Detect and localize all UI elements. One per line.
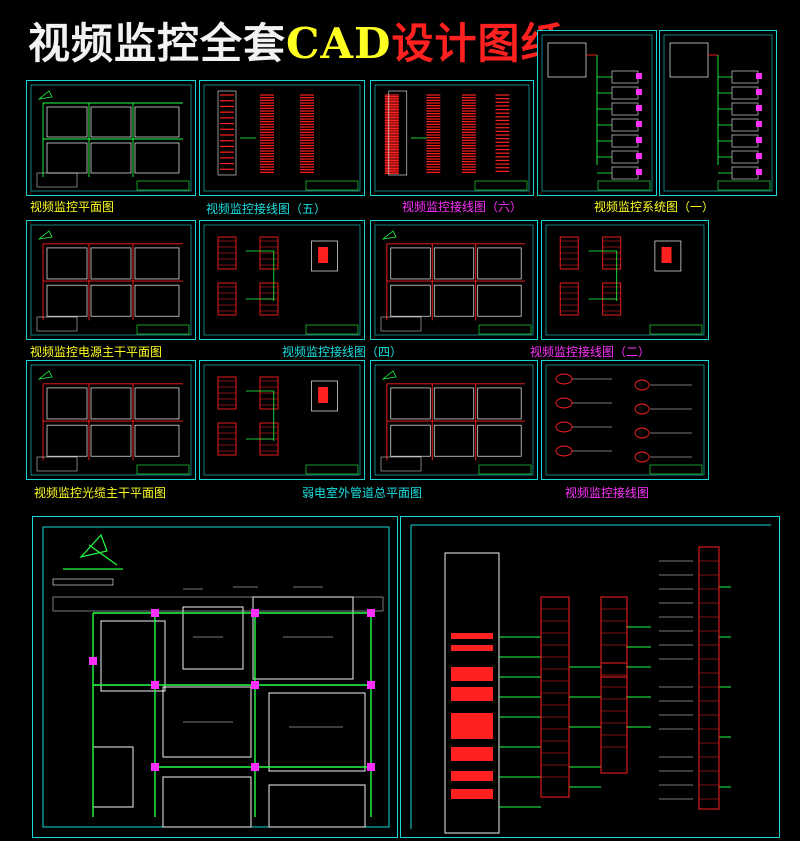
thumb-system-1a[interactable] — [537, 30, 657, 196]
caption-wiring-6: 视频监控接线图（六） — [402, 200, 523, 214]
title-part-3: 设计图纸 — [391, 19, 564, 68]
caption-fiber-plan: 视频监控光缆主干平面图 — [34, 486, 167, 500]
thumbnail-drawing — [30, 84, 192, 192]
thumb-wiring-3[interactable] — [199, 360, 365, 480]
large-wiring-drawing — [410, 524, 771, 834]
caption-outdoor-pipe: 弱电室外管道总平面图 — [302, 486, 423, 500]
thumbnail-drawing — [374, 364, 534, 476]
page-title: 视频监控全套CAD设计图纸 — [28, 10, 563, 71]
thumb-wiring-detail[interactable] — [541, 360, 709, 480]
large-plan-preview[interactable] — [32, 516, 398, 838]
thumb-system-1b[interactable] — [659, 30, 777, 196]
caption-system-1: 视频监控系统图（一） — [594, 200, 715, 214]
caption-wiring-4: 视频监控接线图（四） — [282, 345, 403, 359]
large-plan-drawing — [42, 526, 390, 828]
thumb-wiring-6[interactable] — [370, 80, 534, 196]
title-part-2: CAD — [286, 19, 392, 68]
thumbnail-drawing — [545, 224, 705, 336]
thumb-fiber-plan[interactable] — [26, 360, 196, 480]
thumbnail-drawing — [663, 34, 773, 192]
thumb-plan-1[interactable] — [26, 80, 196, 196]
thumb-plan-2[interactable] — [370, 220, 538, 340]
thumb-wiring-4[interactable] — [199, 220, 365, 340]
caption-wiring-2: 视频监控接线图（二） — [530, 345, 651, 359]
thumbnail-drawing — [203, 224, 361, 336]
thumbnail-drawing — [545, 364, 705, 476]
thumb-wiring-5[interactable] — [199, 80, 365, 196]
caption-wiring-5: 视频监控接线图（五） — [206, 202, 327, 216]
large-wiring-preview[interactable] — [400, 516, 780, 838]
thumbnail-drawing — [30, 364, 192, 476]
thumbnail-drawing — [203, 364, 361, 476]
thumbnail-drawing — [30, 224, 192, 336]
caption-plan: 视频监控平面图 — [30, 200, 115, 214]
title-part-1: 视频监控全套 — [28, 19, 287, 68]
thumbnail-drawing — [541, 34, 653, 192]
thumb-outdoor-pipe[interactable] — [370, 360, 538, 480]
caption-wiring: 视频监控接线图 — [565, 486, 650, 500]
thumb-wiring-2[interactable] — [541, 220, 709, 340]
thumb-power-plan[interactable] — [26, 220, 196, 340]
thumbnail-drawing — [374, 224, 534, 336]
thumbnail-drawing — [374, 84, 530, 192]
thumbnail-drawing — [203, 84, 361, 192]
caption-power-plan: 视频监控电源主干平面图 — [30, 345, 163, 359]
